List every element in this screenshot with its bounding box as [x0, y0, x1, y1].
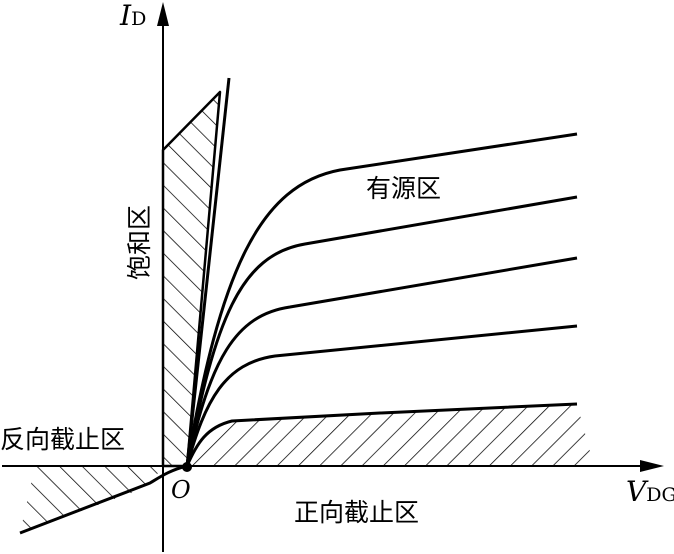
x-axis-subscript: DG: [646, 484, 674, 506]
y-axis-arrow: [157, 2, 169, 26]
x-axis-label: VDG: [626, 478, 674, 506]
origin-label: O: [171, 476, 191, 504]
y-axis-label: ID: [120, 2, 146, 30]
x-axis-variable: V: [626, 475, 647, 508]
y-axis-subscript: D: [131, 8, 147, 30]
characteristic-curve-3: [185, 256, 578, 467]
characteristic-curve-1: [185, 132, 578, 467]
saturation-region-label: 饱和区: [125, 204, 154, 280]
forward-cutoff-region-hatch: [187, 404, 594, 466]
y-axis-variable: I: [120, 0, 132, 32]
saturation-boundary-line: [185, 77, 231, 467]
x-axis-arrow: [640, 460, 664, 472]
forward-cutoff-region-label: 正向截止区: [294, 498, 420, 527]
characteristic-curve-2: [185, 195, 578, 467]
reverse-cutoff-region-hatch: [20, 466, 162, 533]
origin-point: [182, 462, 192, 472]
characteristic-curve-4: [185, 324, 578, 467]
reverse-cutoff-region-label: 反向截止区: [0, 425, 126, 454]
saturation-region-hatch: [161, 90, 222, 468]
characteristic-curve-5: [185, 402, 578, 467]
active-region-label: 有源区: [366, 174, 442, 203]
